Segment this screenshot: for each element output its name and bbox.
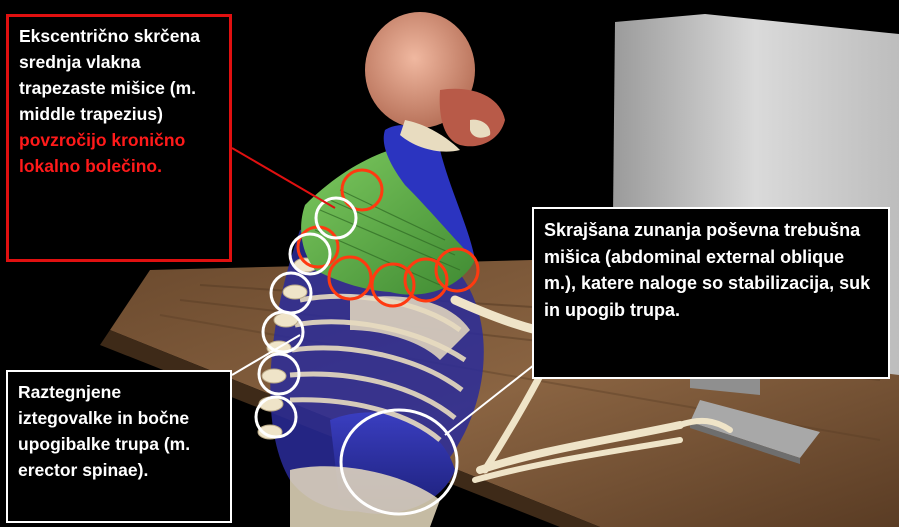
oblique-callout-text: Skrajšana zunanja poševna trebušna mišic… xyxy=(544,220,870,320)
trapezius-leader xyxy=(232,148,335,208)
erector-callout: Raztegnjene iztegovalke in bočne upogiba… xyxy=(6,370,232,523)
trapezius-callout: Ekscentrično skrčena srednja vlakna trap… xyxy=(6,14,232,262)
erector-callout-text: Raztegnjene iztegovalke in bočne upogiba… xyxy=(18,382,190,480)
oblique-callout: Skrajšana zunanja poševna trebušna mišic… xyxy=(532,207,890,379)
trapezius-callout-text: Ekscentrično skrčena srednja vlakna trap… xyxy=(19,26,200,124)
trapezius-callout-warning: povzročijo kronično lokalno bolečino. xyxy=(19,130,185,176)
